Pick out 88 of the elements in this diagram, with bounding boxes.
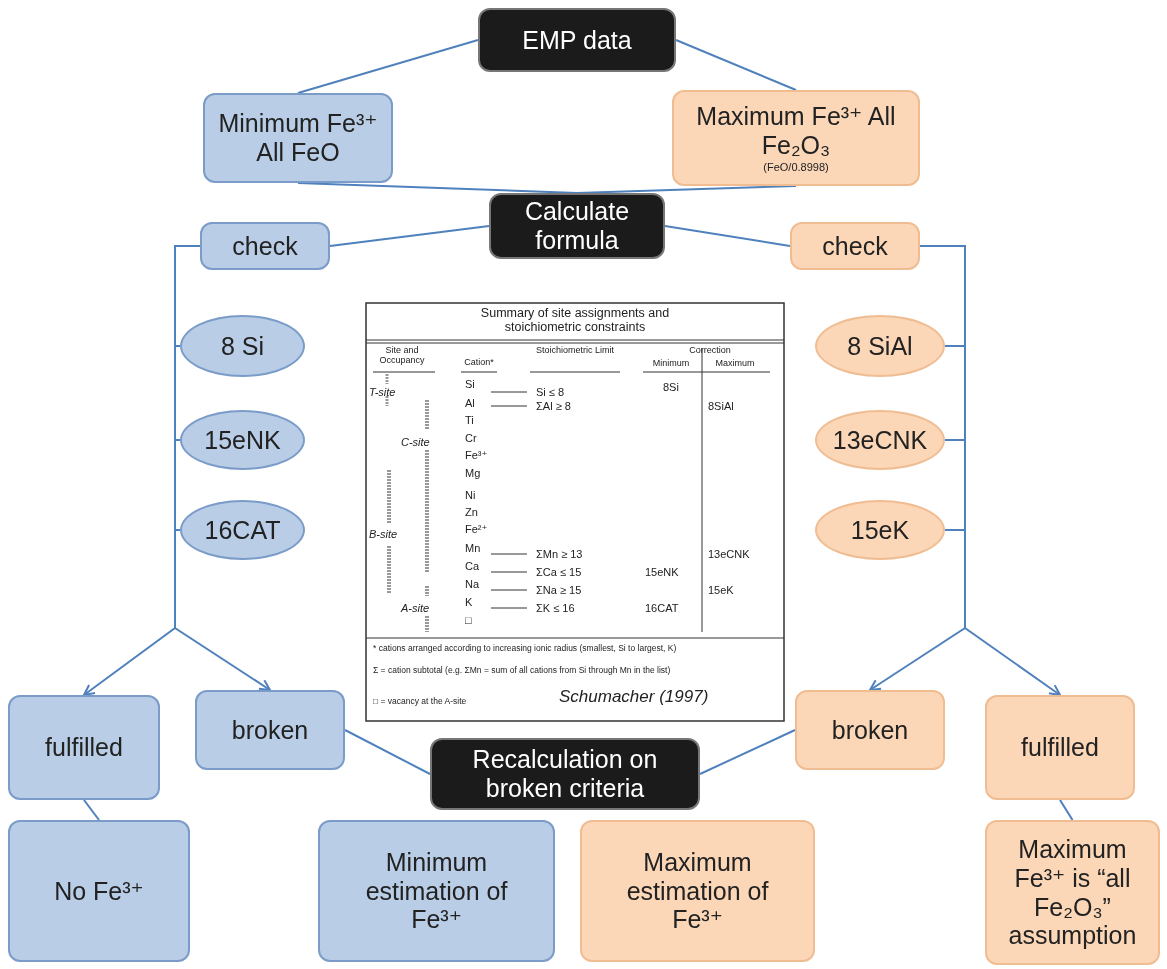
site-label: C-site [401, 436, 430, 449]
process-box [430, 738, 700, 810]
node-text: Calculate formula [523, 197, 631, 255]
limit-text: ΣNa ≥ 15 [536, 584, 582, 597]
data-box [203, 93, 393, 183]
column-header: Maximum [714, 359, 756, 369]
table-title: Summary of site assignments and stoichiometric constraints [479, 307, 671, 335]
connector-line [329, 225, 490, 247]
cation-symbol: □ [465, 614, 472, 627]
start-box [478, 8, 676, 72]
node-text: 15eK [850, 515, 910, 545]
node-text: Recalculation on broken criteria [471, 745, 659, 803]
cation-symbol: Mg [465, 467, 481, 480]
limit-text: ΣK ≤ 16 [536, 602, 575, 615]
limit-text: ΣCa ≤ 15 [536, 566, 582, 579]
node-text: Maximum Fe³⁺ is “all Fe₂O₃” assumption [1007, 835, 1138, 950]
connector-line [297, 182, 578, 194]
node-text: No Fe³⁺ [54, 876, 144, 906]
node-text: 15eNK [204, 425, 281, 455]
connector-line [664, 225, 791, 247]
result-box [795, 690, 945, 770]
cation-symbol: K [465, 596, 473, 609]
cation-symbol: Ti [465, 414, 474, 427]
connector-line [699, 729, 796, 775]
connector-line [1059, 799, 1074, 821]
node-text: Minimum Fe³⁺ All FeO [217, 109, 379, 167]
limit-text: ΣMn ≥ 13 [536, 548, 583, 561]
connector-line [675, 39, 797, 91]
node-text: EMP data [522, 25, 632, 55]
site-label: A-site [401, 602, 430, 615]
result-box [8, 695, 160, 800]
node-text: fulfilled [45, 733, 123, 762]
correction-code: 13eCNK [708, 548, 750, 561]
limit-text: Si ≤ 8 [536, 386, 565, 399]
node-text: broken [831, 715, 909, 745]
result-box [195, 690, 345, 770]
node-text: Minimum estimation of Fe³⁺ [364, 847, 509, 935]
column-header: Minimum [651, 359, 691, 369]
column-header: Cation* [463, 358, 495, 368]
node-text: 13eCNK [832, 425, 928, 455]
cation-symbol: Si [465, 378, 475, 391]
connector-line [297, 39, 479, 94]
site-label: T-site [369, 386, 396, 399]
node-text: check [822, 231, 888, 261]
connector-line [576, 185, 797, 194]
cation-symbol: Fe³⁺ [465, 449, 488, 462]
node-text: Maximum Fe³⁺ All Fe₂O₃ [695, 101, 897, 160]
process-box [489, 193, 665, 259]
result-box [985, 695, 1135, 800]
node-text: 8 Si [220, 331, 265, 361]
result-box [985, 820, 1160, 965]
node-text: 8 SiAl [847, 331, 913, 361]
check-box [790, 222, 920, 270]
cation-symbol: Ni [465, 489, 476, 502]
result-box [8, 820, 190, 962]
result-box [318, 820, 555, 962]
cation-symbol: Na [465, 578, 480, 591]
column-header: Stoichiometric Limit [535, 346, 615, 356]
correction-code: 15eK [708, 584, 734, 597]
correction-code: 16CAT [645, 602, 679, 615]
cation-symbol: Zn [465, 506, 478, 519]
cation-symbol: Mn [465, 542, 481, 555]
footnote: Σ = cation subtotal (e.g. ΣMn = sum of all cations from Si through Mn in the list) [373, 666, 672, 676]
node-text: fulfilled [1021, 733, 1099, 762]
result-box [580, 820, 815, 962]
footnote: □ = vacancy at the A-site [373, 697, 468, 707]
node-text: check [232, 231, 298, 261]
connector-line [83, 799, 100, 821]
cation-symbol: Al [465, 397, 475, 410]
footnote: * cations arranged according to increasing ionic radius (smallest, Si to largest, K) [373, 644, 678, 654]
cation-symbol: Fe²⁺ [465, 523, 488, 536]
check-box [200, 222, 330, 270]
node-text: 16CAT [204, 515, 281, 545]
connector-line [344, 729, 431, 775]
data-box [672, 90, 920, 186]
column-header: Site and Occupancy [378, 346, 426, 366]
arrow [174, 245, 271, 691]
correction-code: 8Si [663, 381, 679, 394]
node-text: Maximum estimation of Fe³⁺ [625, 847, 770, 935]
column-header: Correction [688, 346, 732, 356]
limit-text: ΣAl ≥ 8 [536, 400, 571, 413]
site-label: B-site [369, 528, 398, 541]
correction-code: 8SiAl [708, 400, 734, 413]
cation-symbol: Cr [465, 432, 477, 445]
node-text: broken [231, 715, 309, 745]
cation-symbol: Ca [465, 560, 480, 573]
formula-note: (FeO/0.8998) [763, 161, 829, 175]
correction-code: 15eNK [645, 566, 679, 579]
